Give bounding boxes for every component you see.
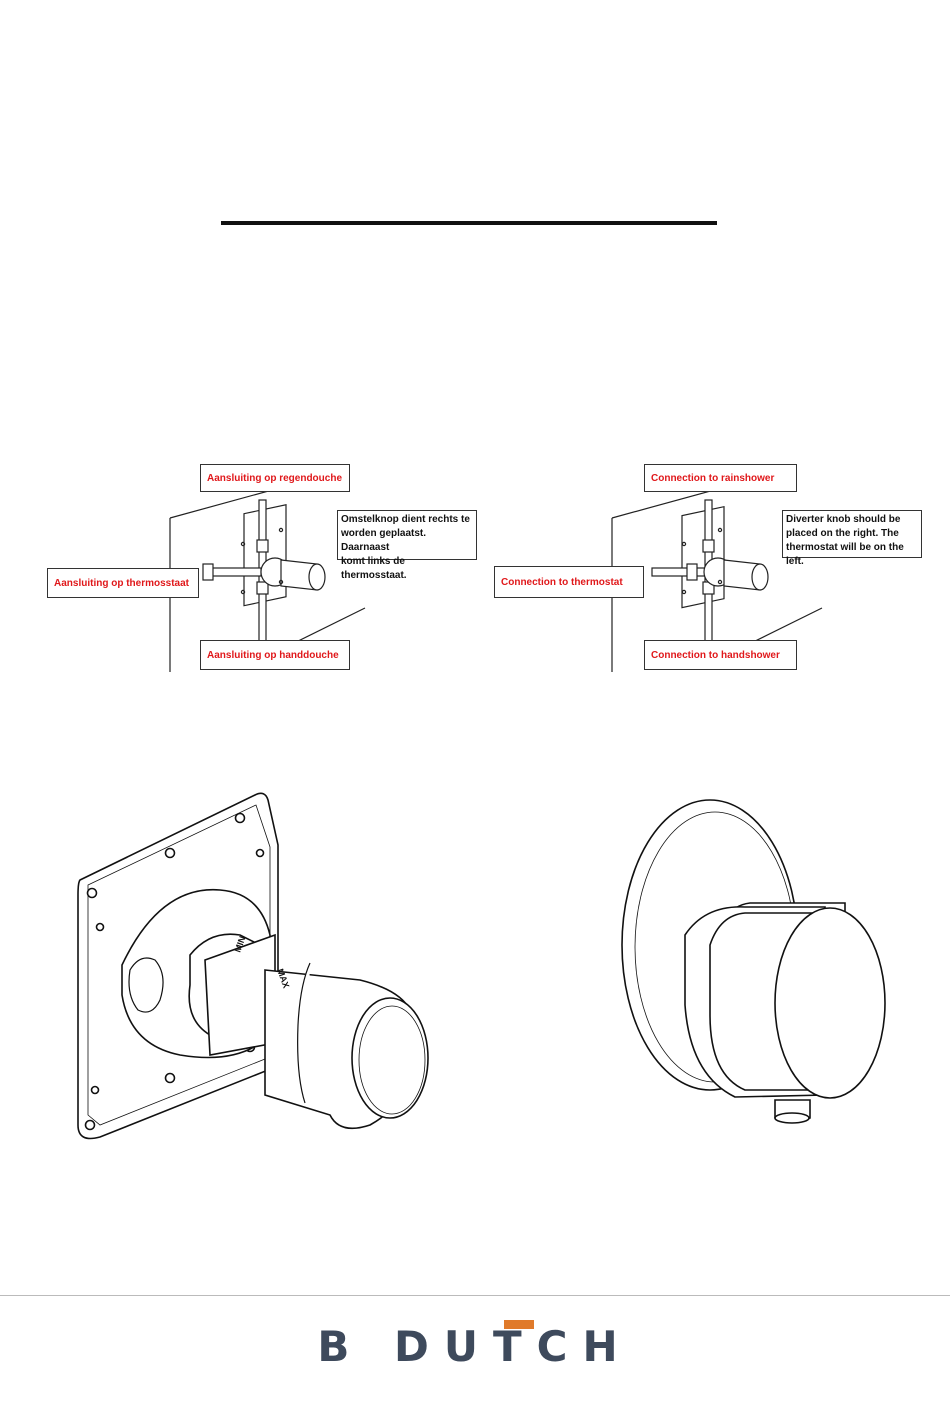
valve-wall-sketch — [169, 469, 366, 672]
label-thermostat-connection: Aansluiting op thermosstaat — [47, 568, 199, 598]
installation-diagram-dutch: Aansluiting op regendouche Aansluiting o… — [45, 460, 485, 674]
label-handshower-connection: Aansluiting op handdouche — [200, 640, 350, 670]
label-rainshower-connection: Connection to rainshower — [644, 464, 797, 492]
label-handshower-connection: Connection to handshower — [644, 640, 797, 670]
title-underline — [221, 221, 717, 225]
label-thermostat-connection: Connection to thermostat — [494, 566, 644, 598]
built-in-body-illustration: MIN MAX — [60, 785, 450, 1150]
diverter-placement-note: Omstelknop dient rechts te worden geplaa… — [337, 510, 477, 581]
diverter-placement-note: Diverter knob should be placed on the ri… — [782, 510, 922, 567]
brand-logo: B DUTCH — [317, 1322, 633, 1371]
installation-diagram-english: Connection to rainshower Connection to t… — [492, 460, 932, 674]
round-thermostat-drawing — [621, 799, 886, 1124]
label-rainshower-connection: Aansluiting op regendouche — [200, 464, 350, 492]
footer-divider — [0, 1295, 950, 1296]
brand-logo-accent — [504, 1320, 534, 1329]
mounting-plate-drawing: MIN MAX — [77, 792, 429, 1140]
thermostat-trim-illustration — [615, 785, 895, 1135]
